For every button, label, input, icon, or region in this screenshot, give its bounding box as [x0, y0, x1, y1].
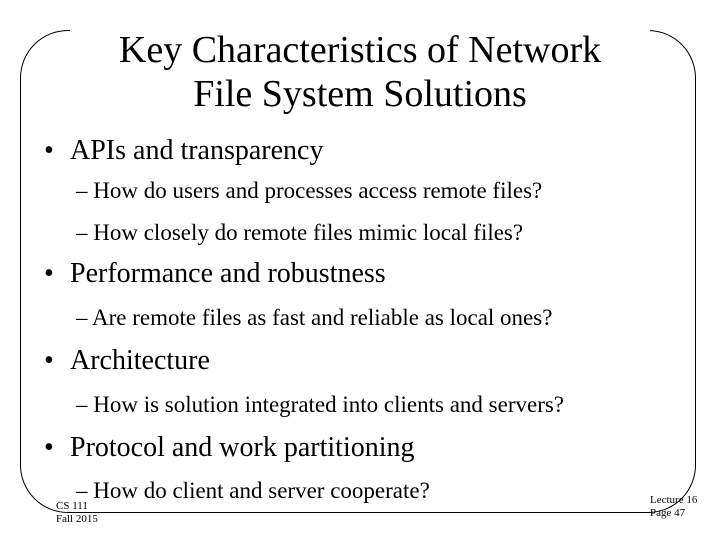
sub-item: – Are remote files as fast and reliable … — [76, 305, 552, 331]
bullet-icon: • — [44, 135, 54, 166]
sub-text: How do client and server cooperate? — [93, 478, 430, 503]
sub-text: Are remote files as fast and reliable as… — [91, 305, 553, 330]
title-background — [70, 22, 650, 38]
bullet-item: • Protocol and work partitioning — [44, 432, 415, 464]
dash-icon: – — [76, 178, 88, 203]
bullet-text: Architecture — [70, 345, 210, 376]
bullet-text: APIs and transparency — [70, 135, 324, 166]
term-label: Fall 2015 — [56, 513, 98, 525]
bullet-item: • Performance and robustness — [44, 258, 386, 290]
sub-item: – How do client and server cooperate? — [76, 478, 430, 504]
page-number: Page 47 — [650, 507, 686, 519]
dash-icon: – — [76, 305, 88, 330]
bullet-text: Protocol and work partitioning — [70, 432, 415, 463]
bullet-icon: • — [44, 258, 54, 289]
footer-right: Lecture 16 Page 47 — [650, 494, 697, 520]
dash-icon: – — [76, 392, 88, 417]
sub-item: – How is solution integrated into client… — [76, 392, 564, 418]
bullet-icon: • — [44, 345, 54, 376]
footer-left: CS 111 Fall 2015 — [56, 500, 98, 526]
slide-title: Key Characteristics of Network File Syst… — [0, 28, 720, 116]
sub-item: – How closely do remote files mimic loca… — [76, 220, 523, 246]
sub-text: How closely do remote files mimic local … — [93, 220, 524, 245]
sub-text: How is solution integrated into clients … — [93, 392, 565, 417]
bullet-item: • APIs and transparency — [44, 135, 323, 167]
title-line-2: File System Solutions — [193, 73, 527, 115]
dash-icon: – — [76, 478, 88, 503]
sub-text: How do users and processes access remote… — [93, 178, 543, 203]
bullet-item: • Architecture — [44, 345, 210, 377]
dash-icon: – — [76, 220, 88, 245]
bullet-icon: • — [44, 432, 54, 463]
bullet-text: Performance and robustness — [70, 258, 386, 289]
lecture-label: Lecture 16 — [650, 494, 698, 506]
title-line-1: Key Characteristics of Network — [118, 29, 602, 71]
sub-item: – How do users and processes access remo… — [76, 178, 542, 204]
course-label: CS 111 — [56, 500, 88, 512]
